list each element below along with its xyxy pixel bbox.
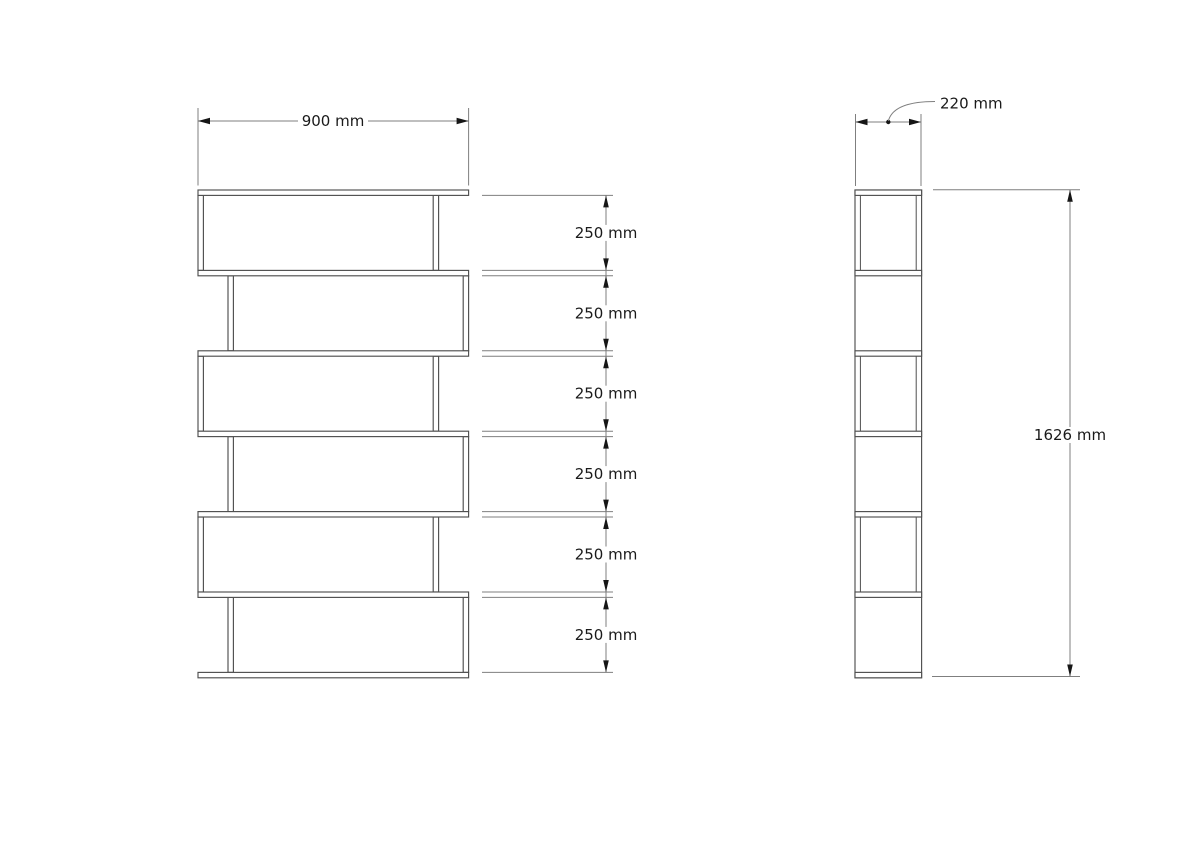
- shelf-panel-edge: [854, 350, 923, 357]
- depth-dimension: 220 mm: [855, 95, 1003, 186]
- height-dimension-label: 1626 mm: [1034, 426, 1106, 444]
- support-panel: [432, 194, 440, 271]
- support-panel: [432, 516, 440, 593]
- shelf-panel: [197, 591, 470, 598]
- label-mask: [573, 466, 639, 483]
- label-mask: [573, 626, 639, 643]
- label-mask: [573, 305, 639, 322]
- front-view: [197, 189, 470, 679]
- support-panel: [197, 355, 204, 432]
- side-view: [854, 189, 923, 679]
- arrowhead-left-icon: [855, 118, 868, 126]
- support-panel: [432, 355, 440, 432]
- shelf-panel: [197, 269, 470, 277]
- arrowhead-down-icon: [603, 258, 609, 271]
- opening-dimension-label: 250 mm: [575, 304, 638, 322]
- shelf-panel: [197, 671, 470, 679]
- arrowhead-right-icon: [456, 117, 469, 125]
- width-dimension: 900 mm: [197, 108, 470, 186]
- support-panel: [462, 275, 470, 352]
- arrowhead-down-icon: [603, 660, 609, 673]
- arrowhead-down-icon: [603, 499, 609, 512]
- arrowhead-left-icon: [198, 117, 210, 125]
- shelf-panel: [197, 189, 470, 196]
- opening-dimension-label: 250 mm: [575, 546, 638, 564]
- arrowhead-up-icon: [603, 275, 609, 288]
- height-dimension: 1626 mm: [932, 189, 1109, 677]
- support-panel: [462, 436, 470, 513]
- arrowhead-up-icon: [603, 597, 609, 610]
- arrowhead-down-icon: [603, 580, 609, 592]
- opening-dimension-label: 250 mm: [575, 626, 638, 644]
- leader-line: [887, 101, 936, 122]
- opening-dimensions: 250 mm 250 mm 250 mm 250 mm 250 mm 250 m…: [482, 194, 639, 673]
- shelf-panel-edge: [854, 430, 923, 438]
- arrowhead-down-icon: [1067, 664, 1073, 677]
- support-panel: [227, 275, 234, 352]
- shelf-panel-edge: [854, 269, 923, 277]
- leader-dot: [886, 119, 891, 125]
- support-panel: [462, 596, 470, 673]
- label-mask: [1031, 427, 1109, 443]
- shelf-panel: [197, 511, 470, 518]
- arrowhead-down-icon: [603, 338, 609, 351]
- arrowhead-down-icon: [603, 419, 609, 432]
- support-panel: [227, 436, 234, 513]
- shelf-panel-edge: [854, 511, 923, 518]
- arrowhead-up-icon: [1067, 189, 1073, 202]
- arrowhead-right-icon: [909, 118, 921, 126]
- support-panel: [197, 516, 204, 593]
- label-mask: [573, 546, 639, 563]
- opening-dimension-label: 250 mm: [575, 224, 638, 242]
- support-panel: [227, 596, 234, 673]
- width-dimension-label: 900 mm: [302, 112, 365, 130]
- arrowhead-up-icon: [603, 436, 609, 449]
- opening-dimension-label: 250 mm: [575, 465, 638, 483]
- label-mask: [298, 113, 368, 129]
- shelf-panel-edge: [854, 671, 923, 679]
- shelf-panel: [197, 350, 470, 357]
- label-mask: [573, 224, 639, 241]
- depth-dimension-label: 220 mm: [940, 95, 1003, 113]
- support-panel: [197, 194, 204, 271]
- shelf-panel-edge: [854, 189, 923, 196]
- shelf-panel-edge: [854, 591, 923, 598]
- shelf-panel: [197, 430, 470, 438]
- arrowhead-up-icon: [603, 356, 609, 369]
- arrowhead-up-icon: [603, 517, 609, 529]
- opening-dimension-label: 250 mm: [575, 385, 638, 403]
- arrowhead-up-icon: [603, 195, 609, 208]
- label-mask: [573, 385, 639, 402]
